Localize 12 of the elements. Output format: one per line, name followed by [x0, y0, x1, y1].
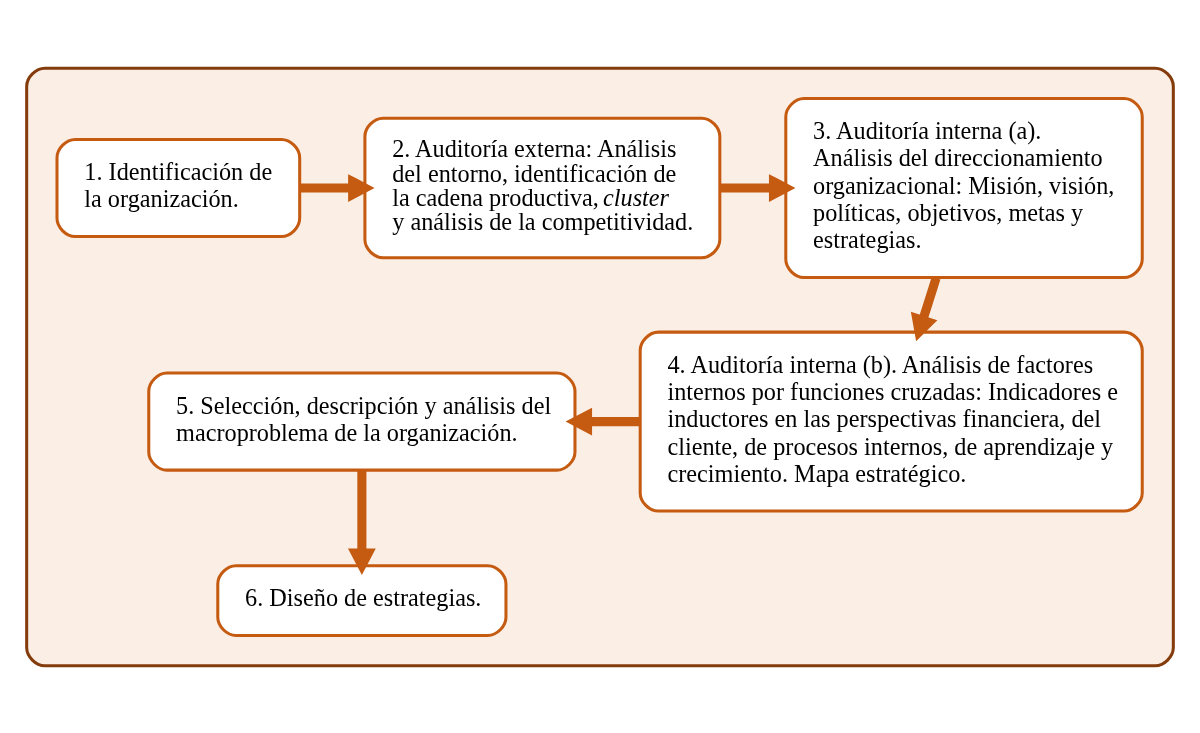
arrow — [910, 276, 941, 341]
arrow — [347, 469, 376, 575]
node-box: 2. Auditoría externa: Análisis del entorno, identificación de la cadena productiva, cluster y análisis de la competitividad. — [363, 116, 722, 259]
node-box: 5. Selección, descripción y análisis del macroproblema de la organización. — [147, 371, 577, 472]
arrow — [299, 173, 375, 202]
node-box: 1. Identificación de la organización. — [55, 137, 302, 238]
node-box: 4. Auditoría interna (b). Análisis de factores internos por funciones cruzadas: Indicadores e inductores en las perspectivas financiera, del cliente, de procesos internos, de aprendizaje y crecimiento. Mapa estratégico. — [638, 330, 1144, 513]
arrow — [719, 173, 796, 202]
node-box: 6. Diseño de estrategias. — [216, 563, 508, 637]
arrow — [565, 407, 641, 435]
cluster — [25, 66, 1175, 667]
node-box: 3. Auditoría interna (a). Análisis del direccionamiento organizacional: Misión, visión, políticas, objetivos, metas y estrategias. — [784, 96, 1144, 279]
